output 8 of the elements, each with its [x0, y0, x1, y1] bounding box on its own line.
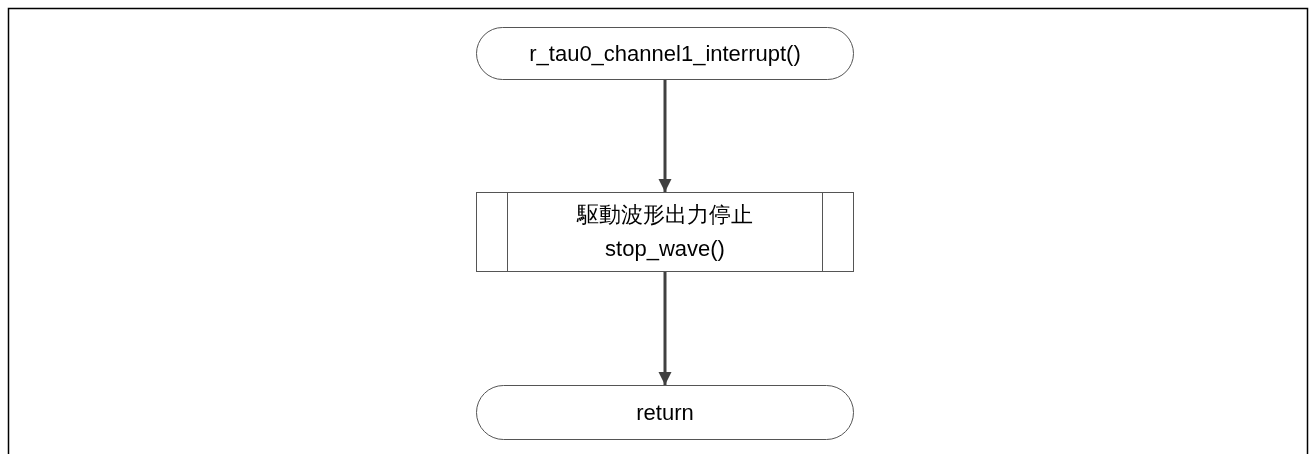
node-text: return: [636, 398, 694, 427]
node-text: stop_wave(): [605, 235, 725, 263]
arrow: [658, 80, 672, 192]
subroutine-box: [476, 192, 854, 272]
node-text: 駆動波形出力停止: [577, 201, 753, 229]
node-text: r_tau0_channel1_interrupt(): [529, 39, 801, 68]
arrow: [658, 272, 672, 385]
terminal-shape: [476, 27, 854, 80]
